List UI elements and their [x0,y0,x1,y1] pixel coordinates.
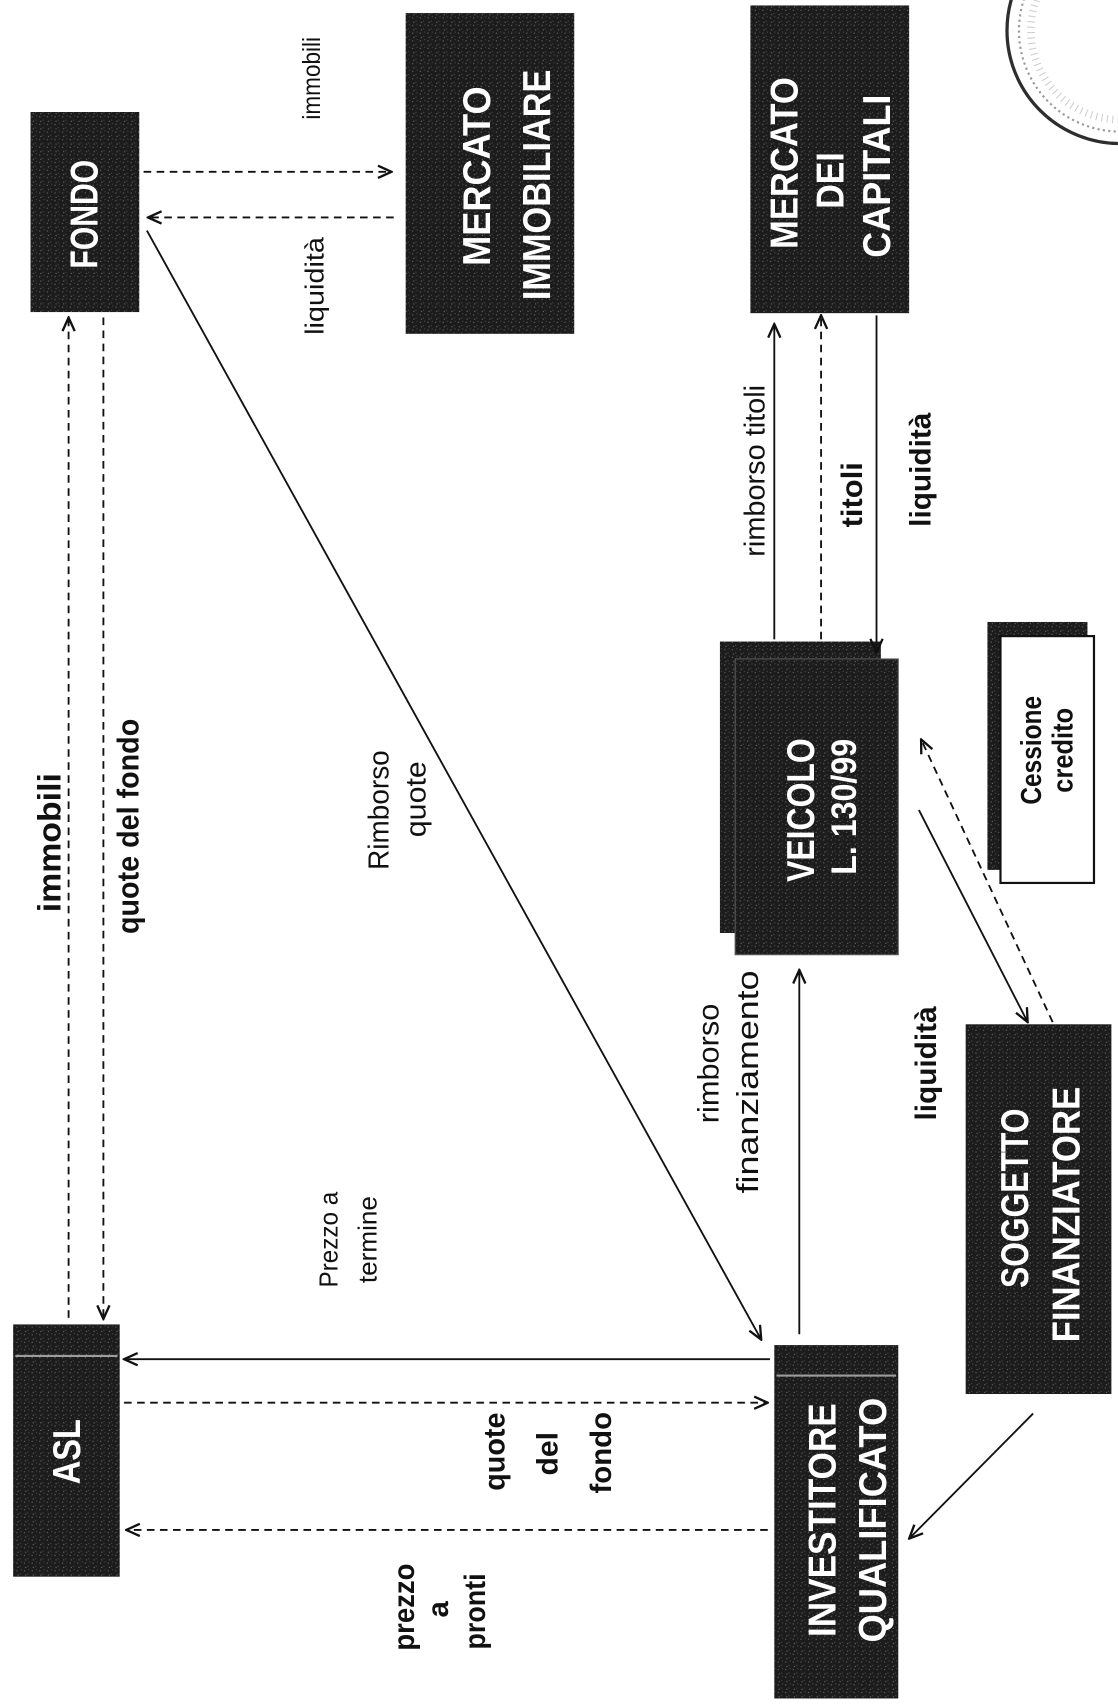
veicolo-label-line1: VEICOLO [780,738,823,882]
label-investitore-to-asl-pronti-line2: a [422,1600,455,1617]
label-asl-to-investitore-line2: del [532,1432,565,1475]
label-investitore-to-asl-pronti-line1: prezzo [388,1564,421,1651]
flow-labels: immobili liquidità immobili quote del fo… [31,37,944,1651]
investitore-qualificato-label-line1: INVESTITORE [802,1403,845,1637]
label-mercato-capitali-to-veicolo: liquidità [905,412,938,527]
label-investitore-to-asl-termine-line1: Prezzo a [313,1191,343,1287]
asl-box [13,1324,120,1577]
official-stamp-seal [1005,0,1118,146]
investitore-qualificato-box [774,1345,899,1699]
veicolo-box [734,658,899,956]
node-investitore-qualificato: INVESTITORE QUALIFICATO [774,1345,899,1699]
cessione-credito-box [999,635,1096,885]
veicolo-label-line2: L. 130/99 [826,739,864,875]
fondo-label: FONDO [63,160,106,269]
node-cessione-credito: Cessione credito [987,621,1096,885]
mercato-immobiliare-label-line2: IMMOBILIARE [516,70,559,301]
arrow-soggetto-finanziatore-to-investitore [909,1412,1034,1539]
soggetto-finanziatore-box [965,1024,1112,1395]
label-investitore-to-veicolo-line2: finanziamento [731,970,765,1193]
label-asl-to-investitore-line1: quote [478,1412,511,1490]
soggetto-finanziatore-label-line1: SOGGETTO [994,1109,1037,1288]
investitore-qualificato-label-line2: QUALIFICATO [852,1398,895,1643]
node-asl: ASL [13,1324,120,1577]
label-mercato-immobiliare-to-fondo: liquidità [299,237,329,335]
label-asl-to-fondo: immobili [31,773,68,912]
label-asl-to-investitore-line3: fondo [585,1412,618,1494]
label-investitore-to-asl-termine-line2: termine [353,1196,383,1283]
asl-label: ASL [46,1419,89,1484]
mercato-capitali-label-line3: CAPITALI [856,95,899,258]
node-fondo: FONDO [30,111,140,313]
label-fondo-to-investitore-line2: quote [399,761,431,837]
cessione-credito-label-line2: credito [1046,708,1078,793]
node-veicolo: VEICOLO L. 130/99 [719,641,899,956]
fondo-box [30,111,140,313]
node-mercato-capitali: MERCATO DEI CAPITALI [750,5,910,314]
label-veicolo-to-soggetto-finanziatore: liquidità [910,1006,943,1121]
label-veicolo-to-mercato-capitali-titoli: titoli [836,462,869,527]
arrow-veicolo-to-soggetto-finanziatore [918,809,1028,1022]
node-mercato-immobiliare: MERCATO IMMOBILIARE [405,13,575,334]
label-fondo-to-mercato-immobiliare: immobili [298,37,326,120]
mercato-capitali-label-line2: DEI [809,152,852,209]
arrow-fondo-to-investitore [146,230,761,1340]
mercato-immobiliare-box [405,13,575,334]
label-investitore-to-asl-pronti-line3: pronti [459,1573,492,1649]
label-veicolo-to-mercato-capitali-rimborso: rimborso titoli [739,385,771,557]
label-fondo-to-investitore-line1: Rimborso [362,750,394,870]
soggetto-finanziatore-label-line2: FINANZIATORE [1045,1087,1088,1343]
node-soggetto-finanziatore: SOGGETTO FINANZIATORE [965,1024,1112,1395]
mercato-capitali-label-line1: MERCATO [764,77,807,249]
mercato-immobiliare-label-line1: MERCATO [456,86,499,265]
mercato-capitali-box [750,5,910,314]
label-investitore-to-veicolo-line1: rimborso [693,1004,726,1124]
cessione-credito-label-line1: Cessione [1015,696,1047,805]
flow-arrows [69,172,1054,1539]
label-fondo-to-asl: quote del fondo [111,719,145,934]
